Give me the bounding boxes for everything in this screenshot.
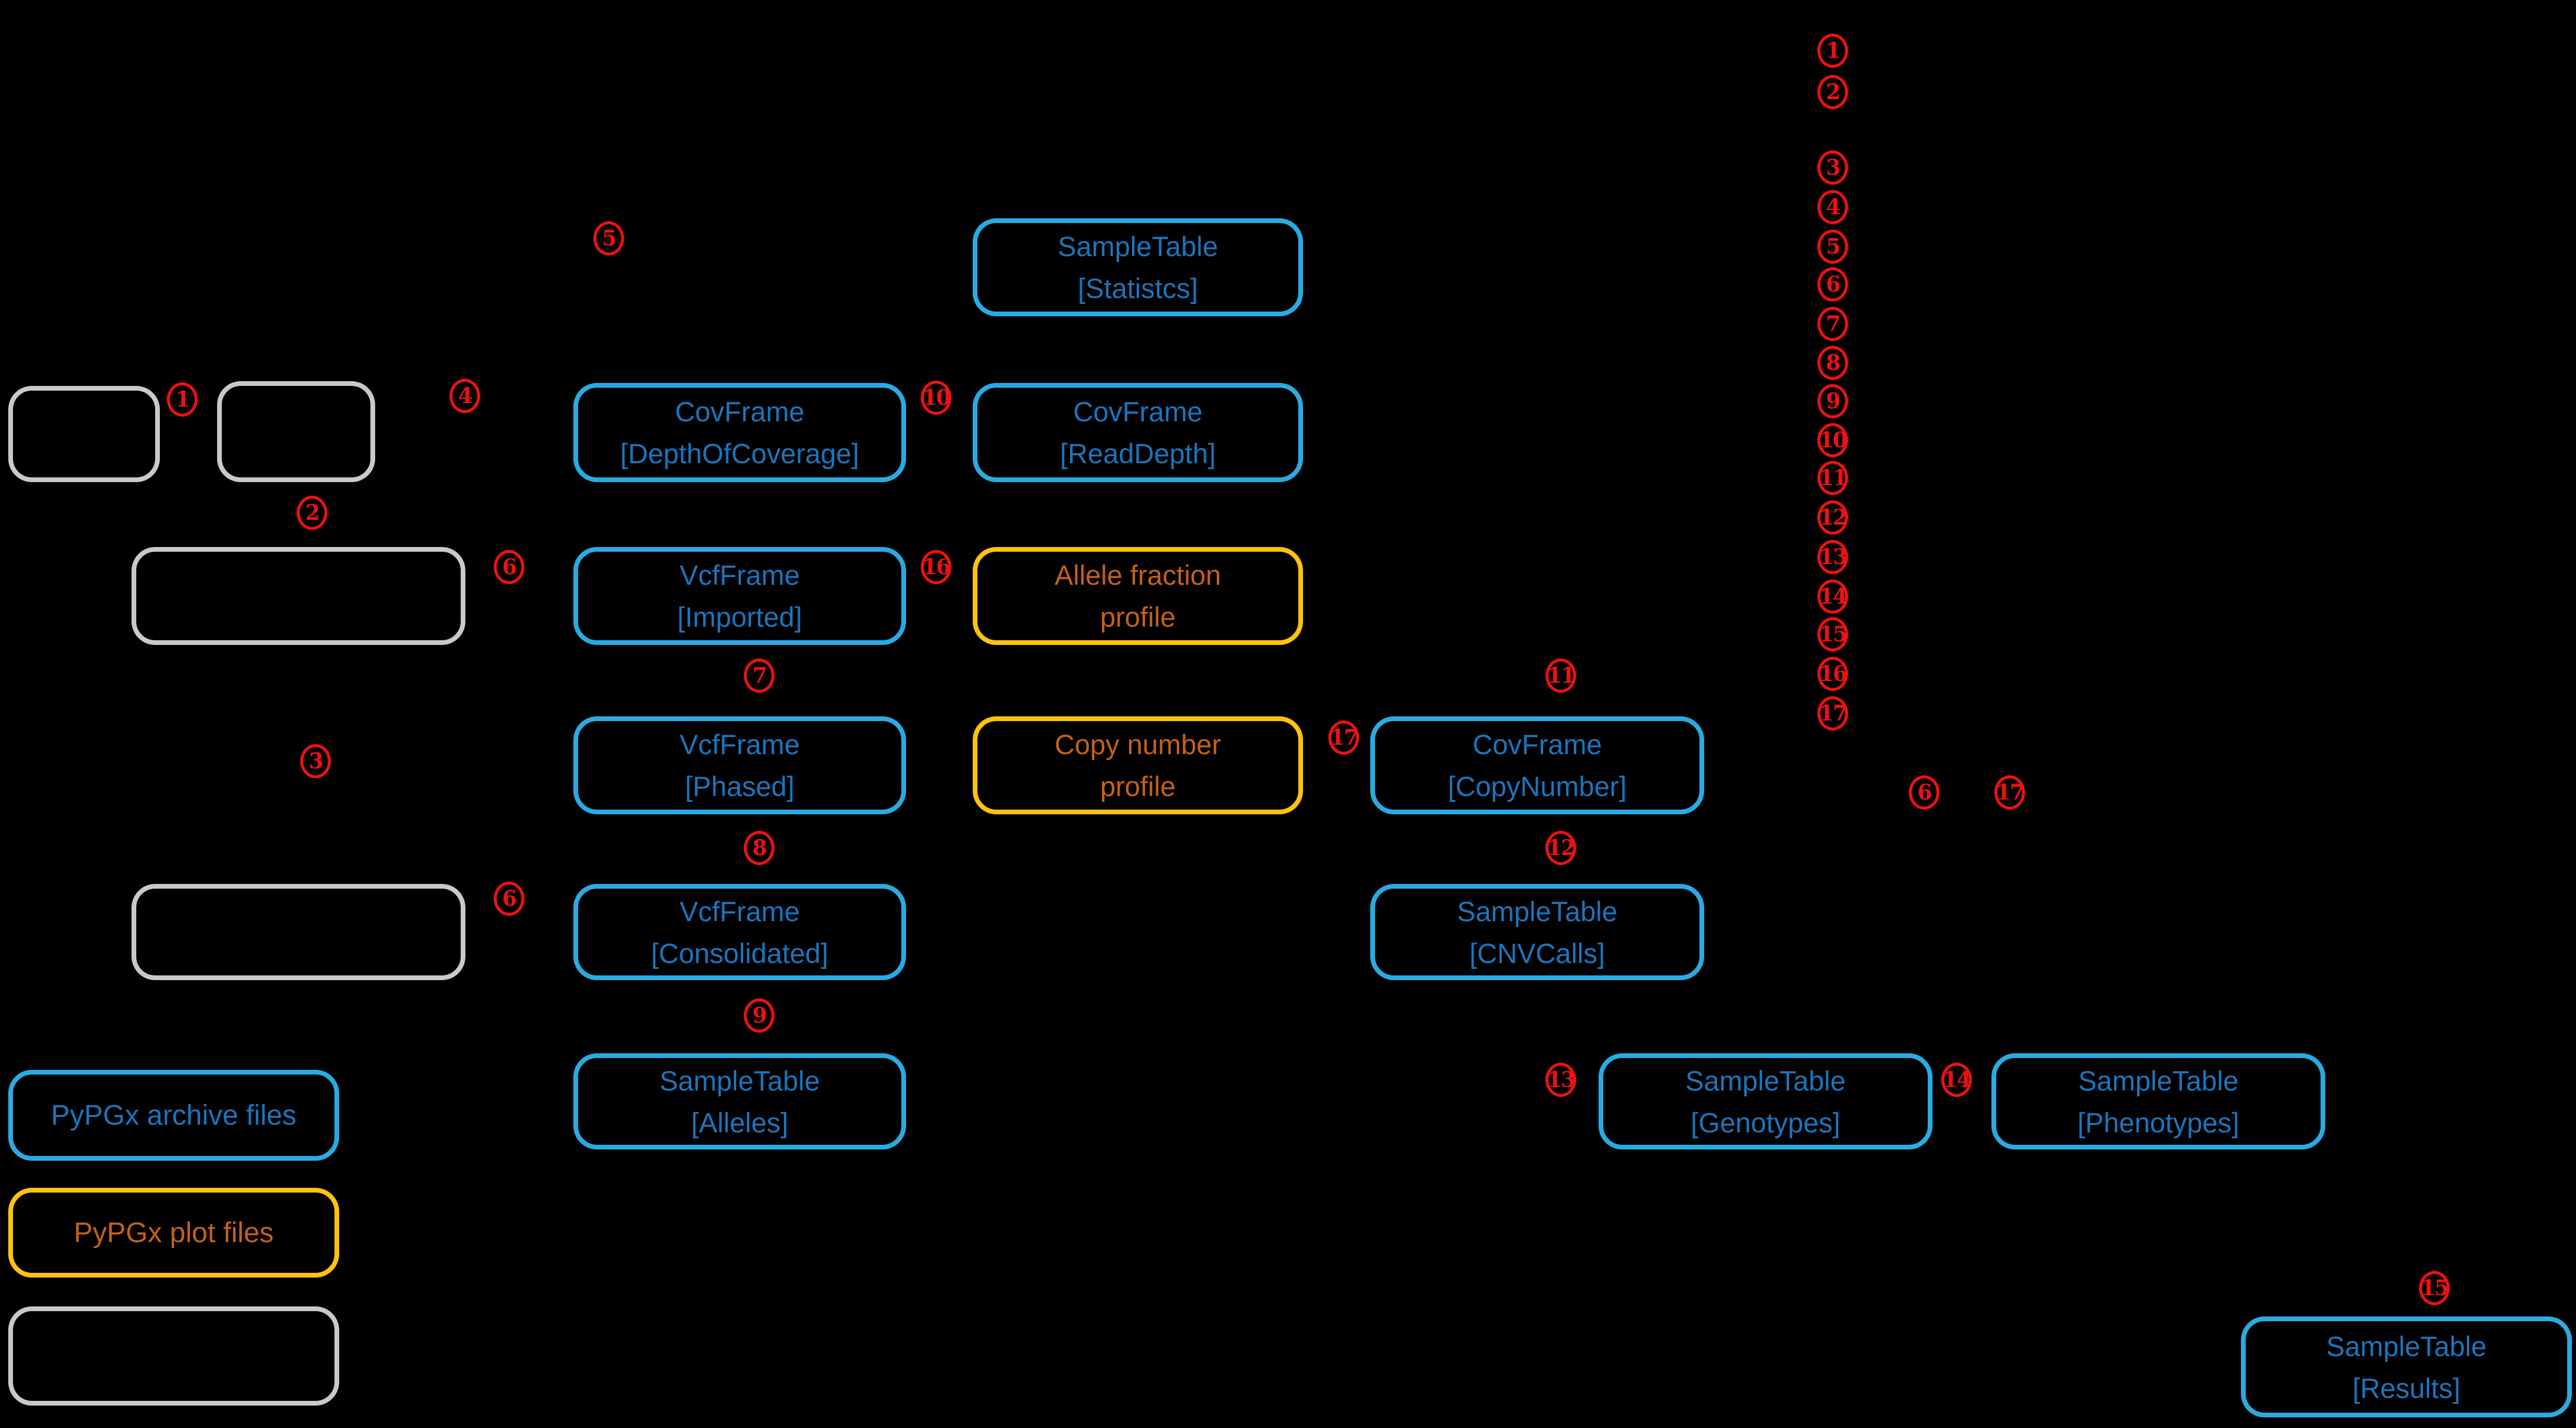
list-step-12-badge: 12 [1817, 500, 1848, 535]
node-label-line1: CovFrame [675, 396, 805, 427]
node-label-line2: [Phenotypes] [2077, 1106, 2240, 1138]
node-input-file-1 [8, 386, 160, 482]
node-sampletable-results: SampleTable [Results] [2241, 1316, 2572, 1417]
step-4-badge: 4 [449, 379, 480, 413]
legend-other-files [8, 1306, 339, 1406]
step-7-badge: 7 [744, 659, 775, 693]
legend-plot-label: PyPGx plot files [74, 1217, 274, 1249]
node-label-line1: CovFrame [1472, 729, 1602, 760]
node-label-line1: SampleTable [2326, 1330, 2487, 1362]
list-step-10-badge: 10 [1817, 423, 1848, 457]
step-17-badge-2: 17 [1994, 775, 2025, 810]
node-sampletable-genotypes: SampleTable [Genotypes] [1599, 1053, 1932, 1149]
list-step-9-badge: 9 [1817, 384, 1848, 418]
list-step-3-badge: 3 [1817, 150, 1848, 185]
node-vcfframe-phased: VcfFrame [Phased] [573, 716, 906, 814]
node-allele-fraction-profile: Allele fraction profile [973, 547, 1303, 645]
node-label-line2: [CNVCalls] [1469, 937, 1605, 969]
legend-archive-label: PyPGx archive files [51, 1099, 297, 1131]
node-input-file-4 [132, 884, 465, 980]
node-copy-number-profile: Copy number profile [973, 716, 1303, 814]
node-sampletable-alleles: SampleTable [Alleles] [573, 1053, 906, 1149]
node-label-line1: SampleTable [659, 1065, 820, 1096]
step-6-badge-2: 6 [494, 882, 524, 916]
node-label-line1: VcfFrame [680, 729, 800, 760]
node-input-file-3 [132, 547, 465, 645]
list-step-2-badge: 2 [1817, 75, 1848, 109]
node-covframe-readdepth: CovFrame [ReadDepth] [973, 383, 1303, 482]
legend-plot-files: PyPGx plot files [8, 1188, 339, 1278]
node-sampletable-cnvcalls: SampleTable [CNVCalls] [1370, 884, 1704, 980]
node-label-line2: [Imported] [677, 601, 802, 633]
node-sampletable-statistics: SampleTable [Statistcs] [973, 218, 1303, 316]
node-label-line2: [Statistcs] [1078, 273, 1198, 304]
node-label-line2: [ReadDepth] [1060, 438, 1216, 469]
list-step-8-badge: 8 [1817, 346, 1848, 380]
legend-archive-files: PyPGx archive files [8, 1070, 339, 1161]
node-label-line2: [Consolidated] [651, 937, 829, 969]
list-step-17-badge: 17 [1817, 696, 1848, 731]
step-15-badge: 15 [2419, 1271, 2450, 1305]
step-10-badge: 10 [921, 381, 951, 415]
node-vcfframe-consolidated: VcfFrame [Consolidated] [573, 884, 906, 980]
step-8-badge: 8 [744, 831, 775, 865]
list-step-11-badge: 11 [1817, 461, 1848, 495]
node-sampletable-phenotypes: SampleTable [Phenotypes] [1991, 1053, 2325, 1149]
list-step-15-badge: 15 [1817, 617, 1848, 651]
step-5-badge: 5 [593, 221, 624, 256]
step-6-badge: 6 [494, 550, 524, 584]
node-label-line2: [DepthOfCoverage] [620, 438, 859, 469]
node-label-line2: [Results] [2352, 1372, 2460, 1404]
node-label-line1: Copy number [1054, 729, 1222, 760]
node-label-line2: profile [1100, 601, 1176, 633]
step-3-badge: 3 [300, 744, 331, 778]
step-12-badge: 12 [1545, 831, 1576, 865]
node-label-line1: CovFrame [1073, 396, 1203, 427]
list-step-6-badge: 6 [1817, 267, 1848, 302]
step-11-badge: 11 [1545, 659, 1576, 693]
list-step-16-badge: 16 [1817, 657, 1848, 691]
list-step-5-badge: 5 [1817, 230, 1848, 264]
node-covframe-depthofcoverage: CovFrame [DepthOfCoverage] [573, 383, 906, 482]
node-input-file-2 [217, 381, 375, 482]
list-step-13-badge: 13 [1817, 540, 1848, 574]
node-vcfframe-imported: VcfFrame [Imported] [573, 547, 906, 645]
node-label-line1: VcfFrame [680, 895, 800, 927]
step-17-badge: 17 [1328, 720, 1359, 755]
step-14-badge: 14 [1941, 1063, 1972, 1097]
list-step-7-badge: 7 [1817, 307, 1848, 341]
node-label-line1: SampleTable [1685, 1065, 1846, 1096]
list-step-1-badge: 1 [1817, 34, 1848, 68]
node-label-line1: SampleTable [1457, 895, 1617, 927]
node-covframe-copynumber: CovFrame [CopyNumber] [1370, 716, 1704, 814]
step-16-badge: 16 [921, 550, 951, 584]
node-label-line2: [CopyNumber] [1448, 771, 1627, 802]
node-label-line2: [Alleles] [691, 1106, 789, 1138]
step-2-badge: 2 [297, 496, 327, 530]
node-label-line1: Allele fraction [1054, 559, 1222, 591]
node-label-line1: SampleTable [2078, 1065, 2239, 1096]
node-label-line1: VcfFrame [680, 559, 800, 591]
step-6-badge-3: 6 [1909, 775, 1940, 810]
list-step-4-badge: 4 [1817, 190, 1848, 224]
list-step-14-badge: 14 [1817, 579, 1848, 614]
node-label-line1: SampleTable [1058, 231, 1218, 262]
step-9-badge: 9 [744, 998, 775, 1033]
step-1-badge: 1 [167, 382, 198, 417]
node-label-line2: profile [1100, 771, 1176, 802]
step-13-badge: 13 [1545, 1063, 1576, 1097]
node-label-line2: [Genotypes] [1691, 1106, 1840, 1138]
node-label-line2: [Phased] [685, 771, 795, 802]
